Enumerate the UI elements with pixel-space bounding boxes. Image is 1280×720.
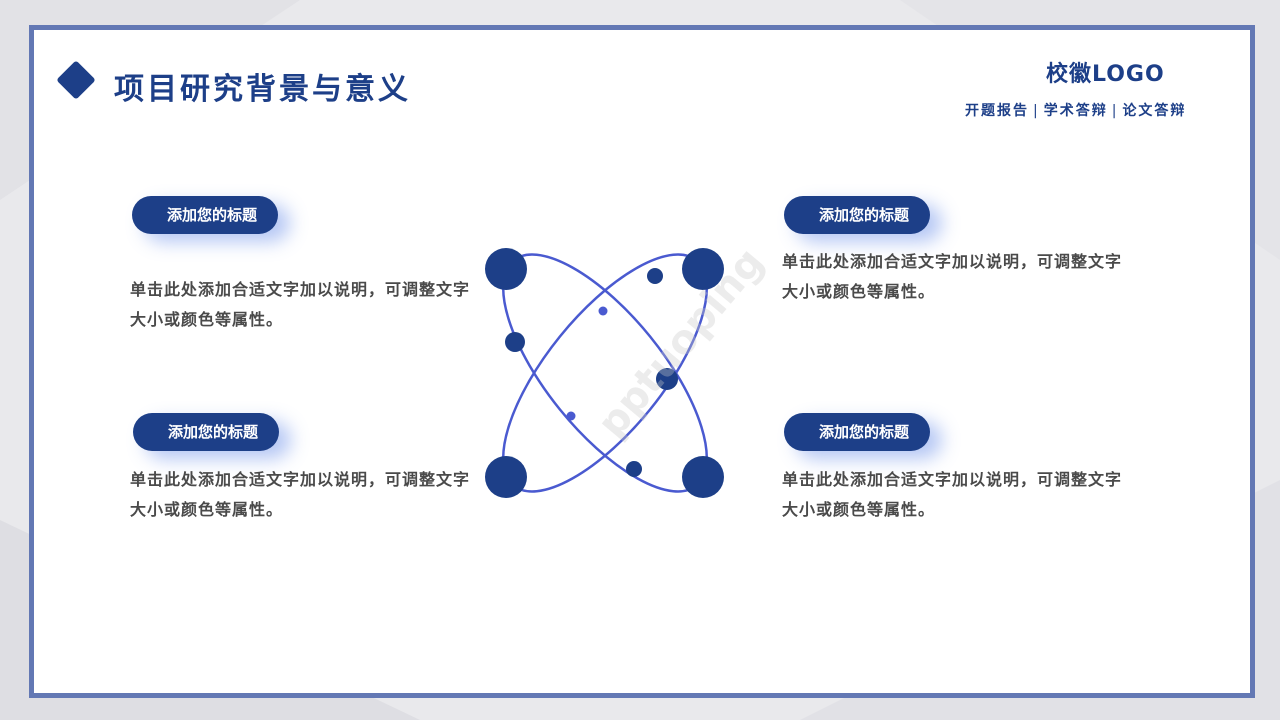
node-medium-center-right <box>656 368 678 390</box>
block-heading-top-left: 添加您的标题 <box>132 196 278 234</box>
nav-separator: | <box>1111 103 1119 119</box>
block-heading-top-right: 添加您的标题 <box>784 196 930 234</box>
header-subnav: 开题报告|学术答辩|论文答辩 <box>965 100 1186 120</box>
node-large-bottom-right <box>682 456 724 498</box>
school-logo-placeholder: 校徽LOGO <box>1046 62 1165 87</box>
nav-item-academic-defense: 学术答辩 <box>1043 103 1108 119</box>
block-heading-bottom-left: 添加您的标题 <box>133 413 279 451</box>
nav-item-proposal: 开题报告 <box>965 103 1029 119</box>
node-small-left <box>505 332 525 352</box>
node-small-upper-right <box>647 268 663 284</box>
nav-item-thesis-defense: 论文答辩 <box>1122 103 1187 119</box>
node-tiny-intersection-bottom <box>566 411 576 421</box>
node-large-bottom-left <box>485 456 527 498</box>
node-small-lower-center <box>626 461 642 477</box>
orbit-diagram <box>485 248 724 498</box>
block-body-bottom-left: 单击此处添加合适文字加以说明，可调整文字大小或颜色等属性。 <box>130 470 471 519</box>
node-tiny-intersection-top <box>598 306 608 316</box>
slide-frame <box>29 25 1255 698</box>
block-body-bottom-right: 单击此处添加合适文字加以说明，可调整文字大小或颜色等属性。 <box>782 470 1123 519</box>
block-heading-bottom-right: 添加您的标题 <box>784 413 930 451</box>
node-large-top-right <box>682 248 724 290</box>
block-body-top-right: 单击此处添加合适文字加以说明，可调整文字大小或颜色等属性。 <box>782 252 1123 301</box>
nav-separator: | <box>1033 103 1040 119</box>
block-body-top-left: 单击此处添加合适文字加以说明，可调整文字大小或颜色等属性。 <box>130 280 471 329</box>
node-large-top-left <box>485 248 527 290</box>
page-title: 项目研究背景与意义 <box>114 72 411 107</box>
